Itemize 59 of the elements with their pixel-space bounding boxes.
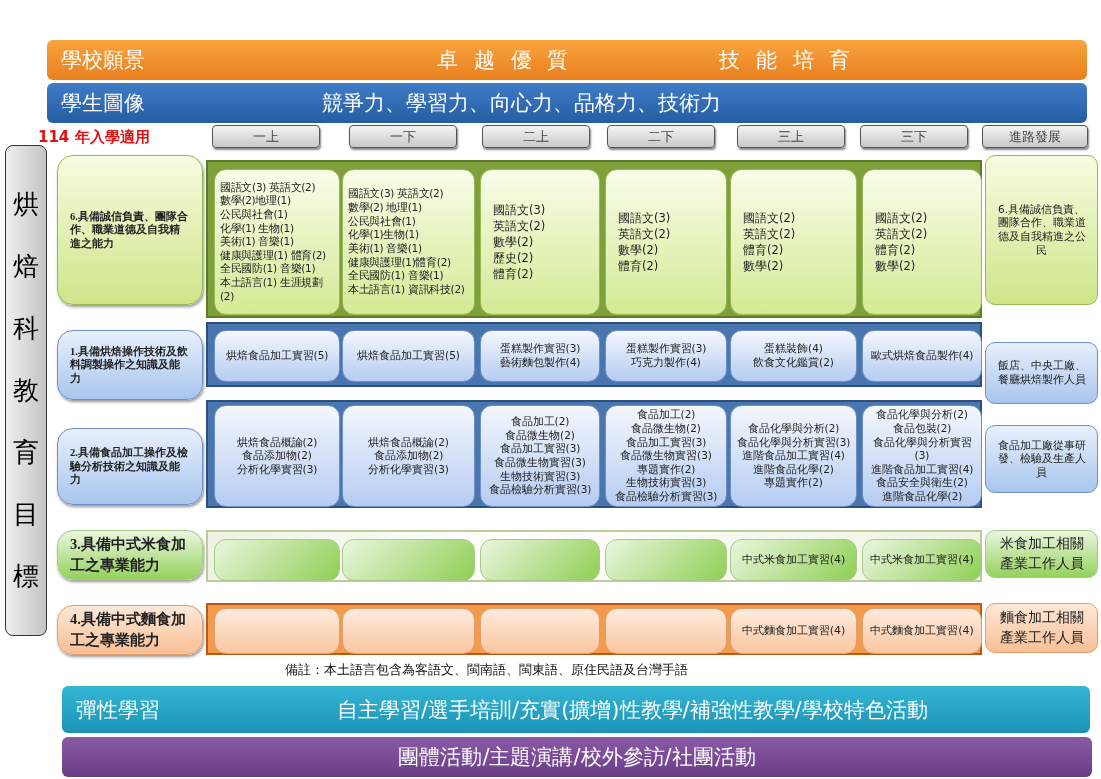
- column-header: 進路發展: [982, 125, 1088, 148]
- banner-bar: 學生圖像 競爭力、學習力、向心力、品格力、技術力: [47, 83, 1087, 123]
- goal-box: 6.具備誠信負責、團隊合作、職業道德及自我精進之能力: [57, 155, 203, 305]
- course-box: 烘焙食品概論(2) 食品添加物(2) 分析化學實習(3): [214, 405, 340, 507]
- banner-bar: 團體活動/主題演講/校外參訪/社團活動: [62, 737, 1092, 777]
- course-box: [605, 539, 727, 581]
- course-box: [214, 608, 340, 654]
- course-box: 烘焙食品概論(2) 食品添加物(2) 分析化學實習(3): [342, 405, 475, 507]
- goal-box: 2.具備食品加工操作及檢驗分析技術之知識及能力: [57, 428, 203, 505]
- career-box: 飯店、中央工廠、餐廳烘焙製作人員: [985, 342, 1098, 404]
- goal-box: 1.具備烘焙操作技術及飲料調製操作之知識及能力: [57, 330, 203, 400]
- course-box: 中式米食加工實習(4): [862, 539, 982, 581]
- course-box: 國語文(3) 英語文(2) 數學(2) 地理(1) 公民與社會(1) 化學(1)生物(1) 美術(1) 音樂(1) 健康與護理(1)體育(2) 全民國防(1) 音樂(1) 本土語言(1) 資訊科技(2): [342, 169, 475, 315]
- course-box: 國語文(2) 英語文(2) 體育(2) 數學(2): [730, 169, 857, 315]
- course-box: 國語文(2) 英語文(2) 體育(2) 數學(2): [862, 169, 982, 315]
- column-header: 一下: [349, 125, 457, 148]
- column-header: 二上: [482, 125, 590, 148]
- course-box: 國語文(3) 英語文(2) 數學(2)地理(1) 公民與社會(1) 化學(1) 生物(1) 美術(1) 音樂(1) 健康與護理(1) 體育(2) 全民國防(1) 音樂(1) 本土語言(1) 生涯規劃(2): [214, 169, 340, 315]
- title-bar: 烘焙科教育目標: [5, 145, 47, 636]
- goal-box: 4.具備中式麵食加工之專業能力: [57, 605, 203, 655]
- column-header: 三下: [860, 125, 968, 148]
- course-box: 烘焙食品加工實習(5): [342, 330, 475, 382]
- year-note: 114 年入學適用: [38, 128, 150, 147]
- course-box: 蛋糕裝飾(4) 飲食文化鑑賞(2): [730, 330, 857, 382]
- course-box: [342, 608, 475, 654]
- course-box: 食品化學與分析(2) 食品化學與分析實習(3) 進階食品加工實習(4) 進階食品化學(2) 專題實作(2): [730, 405, 857, 507]
- career-box: 麵食加工相關產業工作人員: [985, 603, 1098, 653]
- course-box: [342, 539, 475, 581]
- course-panel: [206, 400, 982, 508]
- course-box: [480, 608, 600, 654]
- course-box: [214, 539, 340, 581]
- career-box: 米食加工相關產業工作人員: [985, 530, 1098, 578]
- column-header: 二下: [607, 125, 715, 148]
- column-header: 三上: [737, 125, 845, 148]
- career-box: 6.具備誠信負責、團隊合作、職業道德及自我精進之公民: [985, 155, 1098, 305]
- banner-bar: 彈性學習 自主學習/選手培訓/充實(擴增)性教學/補強性教學/學校特色活動: [62, 686, 1090, 733]
- column-header: 一上: [212, 125, 320, 148]
- course-box: [480, 539, 600, 581]
- course-box: 食品化學與分析(2) 食品包裝(2) 食品化學與分析實習(3) 進階食品加工實習(4) 食品安全與衛生(2) 進階食品化學(2): [862, 405, 982, 507]
- goal-box: 3.具備中式米食加工之專業能力: [57, 530, 203, 580]
- course-box: 中式麵食加工實習(4): [730, 608, 857, 654]
- banner-bar: 學校願景 卓越優質 技能培育: [47, 40, 1087, 80]
- course-box: 烘焙食品加工實習(5): [214, 330, 340, 382]
- course-box: 食品加工(2) 食品微生物(2) 食品加工實習(3) 食品微生物實習(3) 專題實作(2) 生物技術實習(3) 食品檢驗分析實習(3): [605, 405, 727, 507]
- course-box: 國語文(3) 英語文(2) 數學(2) 體育(2): [605, 169, 727, 315]
- course-panel: [206, 160, 982, 318]
- course-box: 食品加工(2) 食品微生物(2) 食品加工實習(3) 食品微生物實習(3) 生物技術實習(3) 食品檢驗分析實習(3): [480, 405, 600, 507]
- course-box: 中式米食加工實習(4): [730, 539, 857, 581]
- course-panel: [206, 530, 982, 582]
- footnote: 備註：本土語言包含為客語文、閩南語、閩東語、原住民語及台灣手語: [285, 662, 688, 679]
- course-panel: [206, 603, 982, 655]
- course-box: 中式麵食加工實習(4): [862, 608, 982, 654]
- course-box: 國語文(3) 英語文(2) 數學(2) 歷史(2) 體育(2): [480, 169, 600, 315]
- course-box: [605, 608, 727, 654]
- course-box: 蛋糕製作實習(3) 巧克力製作(4): [605, 330, 727, 382]
- course-box: 蛋糕製作實習(3) 藝術麵包製作(4): [480, 330, 600, 382]
- course-panel: [206, 322, 982, 387]
- career-box: 食品加工廠從事研發、檢驗及生產人員: [985, 425, 1098, 493]
- course-box: 歐式烘焙食品製作(4): [862, 330, 982, 382]
